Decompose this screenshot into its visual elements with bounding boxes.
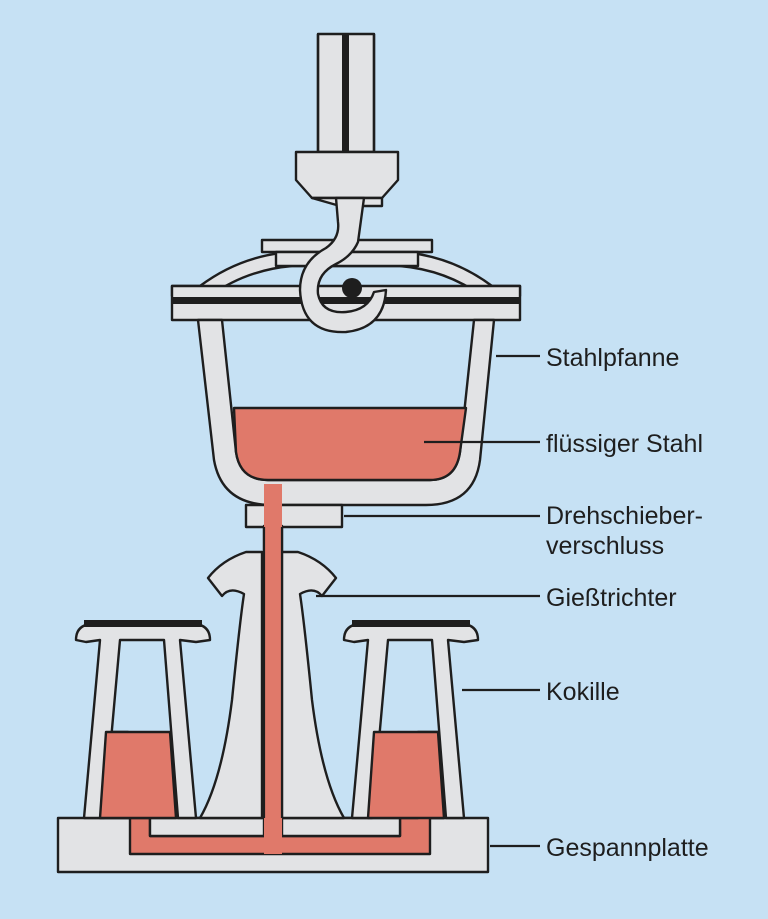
label-rotary-gate-line1: Drehschieber- bbox=[546, 502, 703, 530]
mould-left bbox=[74, 620, 212, 820]
runner-core-right bbox=[280, 816, 402, 838]
label-bottom-plate: Gespannplatte bbox=[546, 834, 709, 862]
pouring-funnel-right bbox=[280, 550, 346, 820]
liquid-steel-ladle bbox=[232, 406, 468, 482]
rotary-gate-valve bbox=[244, 503, 344, 529]
hook-block bbox=[294, 150, 400, 200]
pouring-funnel-left bbox=[198, 550, 264, 820]
mould-right bbox=[342, 620, 480, 820]
label-mould: Kokille bbox=[546, 678, 620, 706]
label-pouring-funnel: Gießtrichter bbox=[546, 584, 677, 612]
hook-latch-knob bbox=[342, 278, 362, 298]
steel-stream bbox=[264, 484, 282, 854]
label-ladle: Stahlpfanne bbox=[546, 344, 679, 372]
runner-core-left bbox=[148, 816, 266, 838]
crane-rod bbox=[316, 32, 376, 154]
leader-lines bbox=[316, 354, 540, 848]
crane-hook bbox=[298, 196, 388, 334]
label-liquid-steel: flüssiger Stahl bbox=[546, 430, 703, 458]
label-rotary-gate-line2: verschluss bbox=[546, 532, 664, 560]
